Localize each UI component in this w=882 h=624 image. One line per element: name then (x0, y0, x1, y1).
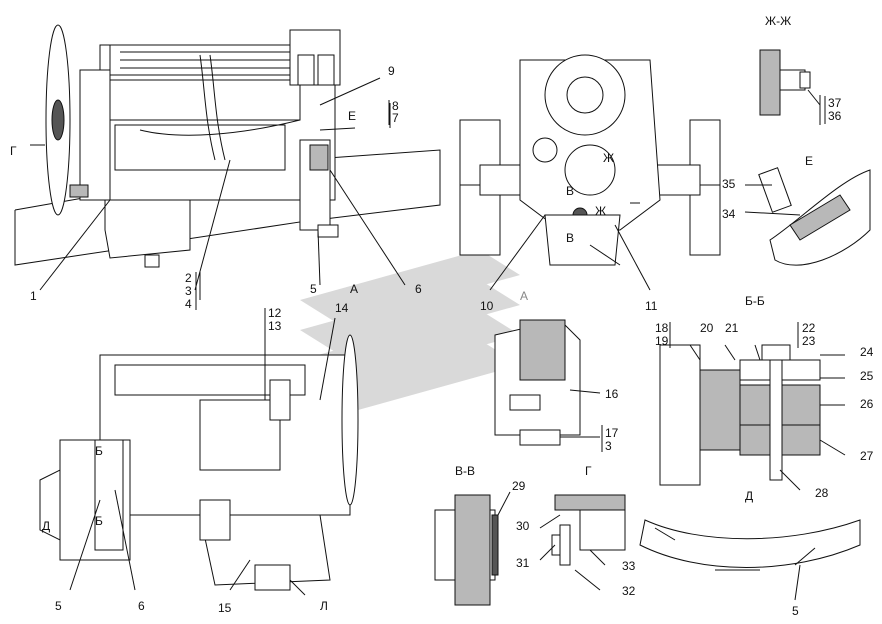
callout-7: 7 (392, 111, 399, 125)
section-e (744, 167, 871, 266)
section-title-bb: Б-Б (745, 294, 765, 308)
stacked-label-stems (195, 96, 826, 452)
view-a-mid: А (520, 289, 528, 303)
view-b-arrow-1: Б (95, 444, 103, 458)
callout-29: 29 (512, 479, 526, 493)
view-d-arrow: Д (42, 519, 50, 533)
callout-25: 25 (860, 369, 874, 383)
view-b-arrow-2: Б (95, 514, 103, 528)
callout-4: 4 (185, 297, 192, 311)
callout-3: 3 (185, 284, 192, 298)
callout-26: 26 (860, 397, 874, 411)
view-g-side: Г (10, 144, 17, 158)
callout-24: 24 (860, 345, 874, 359)
view-markers: А А Г Е Ж Ж В В Б Б Д Л (10, 109, 614, 613)
callout-15: 15 (218, 601, 232, 615)
view-l: Л (320, 599, 328, 613)
section-title-vv: В-В (455, 464, 475, 478)
view-zh-arrow-1: Ж (603, 151, 614, 165)
section-title-e: Е (805, 154, 813, 168)
callout-2: 2 (185, 271, 192, 285)
callout-1: 1 (30, 289, 37, 303)
callout-32: 32 (622, 584, 636, 598)
view-a-top: А (350, 282, 358, 296)
callout-22: 22 (802, 321, 816, 335)
detail-d (639, 519, 861, 601)
callout-13: 13 (268, 319, 282, 333)
callout-35: 35 (722, 177, 736, 191)
callout-9: 9 (388, 64, 395, 78)
callout-21: 21 (725, 321, 739, 335)
callout-16: 16 (605, 387, 619, 401)
view-e-arrow: Е (348, 109, 356, 123)
view-zh-arrow-2: Ж (595, 204, 606, 218)
callout-6: 6 (415, 282, 422, 296)
callout-33: 33 (622, 559, 636, 573)
callout-36: 36 (828, 109, 842, 123)
callout-23: 23 (802, 334, 816, 348)
callout-20: 20 (700, 321, 714, 335)
callout-37: 37 (828, 96, 842, 110)
callout-31: 31 (516, 556, 530, 570)
section-zh-zh (759, 49, 821, 125)
callout-5d: 5 (792, 604, 799, 618)
section-title-g: Г (585, 464, 592, 478)
section-b-b (659, 344, 846, 491)
callout-27: 27 (860, 449, 874, 463)
engine-side-view-bottom (39, 315, 359, 596)
callout-3b: 3 (605, 439, 612, 453)
engine-side-view-top (14, 24, 441, 300)
callout-5b: 5 (55, 599, 62, 613)
section-titles: Ж-Ж Е Б-Б В-В Г Д (455, 14, 813, 503)
section-v-v (434, 491, 511, 606)
callout-28: 28 (815, 486, 829, 500)
callout-18: 18 (655, 321, 669, 335)
callout-numbers: 1 2 3 4 5 6 7 8 9 10 11 12 13 14 15 16 1… (30, 64, 874, 618)
view-v-arrow-1: В (566, 184, 574, 198)
callout-11: 11 (645, 299, 658, 313)
view-v-arrow-2: В (566, 231, 574, 245)
callout-6b: 6 (138, 599, 145, 613)
engine-front-view (459, 54, 721, 291)
callout-5: 5 (310, 282, 317, 296)
callout-8: 8 (392, 99, 399, 113)
detail-a (494, 319, 601, 446)
section-g (539, 494, 626, 591)
callout-10: 10 (480, 299, 494, 313)
callout-17: 17 (605, 426, 619, 440)
section-title-zh: Ж-Ж (765, 14, 791, 28)
callout-14: 14 (335, 301, 349, 315)
callout-30: 30 (516, 519, 530, 533)
callout-34: 34 (722, 207, 736, 221)
callout-19: 19 (655, 334, 669, 348)
callout-12: 12 (268, 306, 282, 320)
section-title-d: Д (745, 489, 753, 503)
